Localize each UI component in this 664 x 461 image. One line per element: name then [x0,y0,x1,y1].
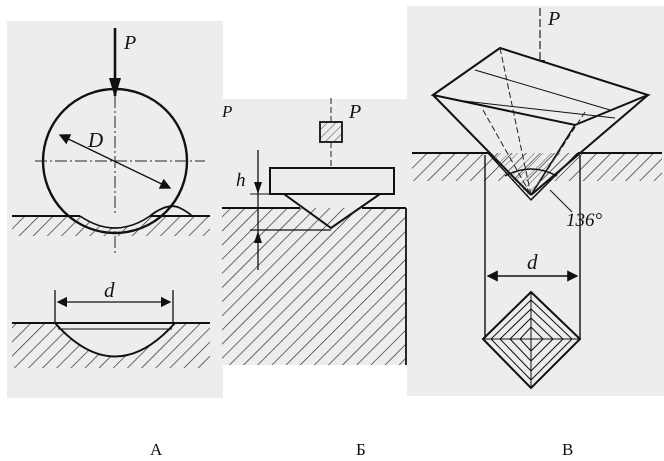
load-label-b: P [348,101,361,123]
diameter-dimension-line [58,134,172,189]
angle-arc [504,168,558,177]
caption-a: А [150,440,163,459]
load-block-b [319,121,343,143]
diameter-label: D [87,128,103,152]
imprint-label-c: d [527,250,538,274]
panel-a-brinell: P D d [12,28,210,368]
load-label-b-partial: P [221,102,232,121]
depth-label: h [236,170,246,191]
vickers-imprint-top-view [481,290,582,390]
angle-label: 136° [566,210,603,231]
panel-b-rockwell: P P h [221,98,407,365]
caption-b: Б [356,440,366,459]
caption-c: В [562,440,574,459]
load-label-a: P [123,32,136,54]
indenter-holder [269,167,395,195]
load-label-c: P [547,8,560,30]
panel-c-vickers: P 136° d [412,8,662,390]
imprint-label-a: d [104,278,115,302]
specimen-b [222,208,406,365]
